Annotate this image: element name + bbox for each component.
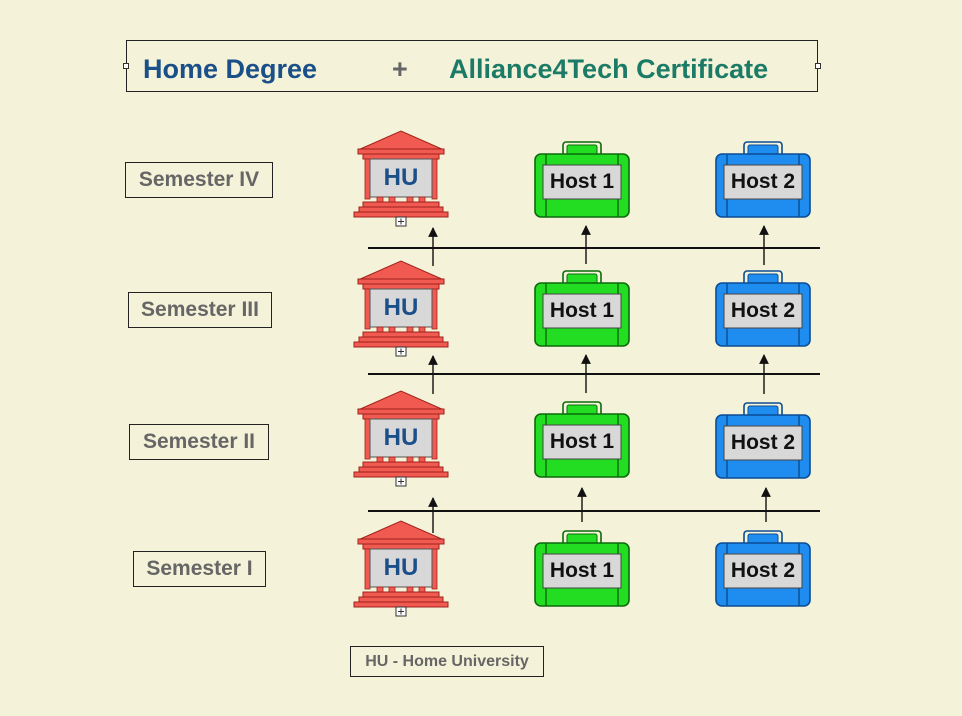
host1-label-sem3: Host 1	[549, 299, 615, 322]
certificate-label: Alliance4Tech Certificate	[449, 54, 769, 84]
legend-hu: HU - Home University	[350, 646, 544, 677]
host1-label-sem1: Host 1	[549, 559, 615, 582]
plus-sign: +	[392, 54, 408, 84]
separator-line-4-3	[368, 247, 820, 249]
home-degree-label: Home Degree	[143, 54, 318, 84]
semester-3-label: Semester III	[128, 292, 272, 328]
semester-2-label: Semester II	[129, 424, 269, 460]
selection-handle-right[interactable]	[815, 63, 821, 69]
separator-line-2-1	[368, 510, 820, 512]
semester-1-label: Semester I	[133, 551, 266, 587]
host2-label-sem1: Host 2	[730, 559, 796, 582]
hu-label-sem1: HU	[383, 554, 419, 581]
hu-label-sem4: HU	[383, 164, 419, 191]
hu-label-sem2: HU	[383, 424, 419, 451]
separator-line-3-2	[368, 373, 820, 375]
title-box: Home Degree + Alliance4Tech Certificate	[123, 40, 821, 92]
host2-label-sem4: Host 2	[730, 170, 796, 193]
selection-handle-left[interactable]	[123, 63, 129, 69]
host2-label-sem2: Host 2	[730, 431, 796, 454]
host2-label-sem3: Host 2	[730, 299, 796, 322]
semester-4-label: Semester IV	[125, 162, 273, 198]
host1-label-sem4: Host 1	[549, 170, 615, 193]
host1-label-sem2: Host 1	[549, 430, 615, 453]
hu-label-sem3: HU	[383, 294, 419, 321]
